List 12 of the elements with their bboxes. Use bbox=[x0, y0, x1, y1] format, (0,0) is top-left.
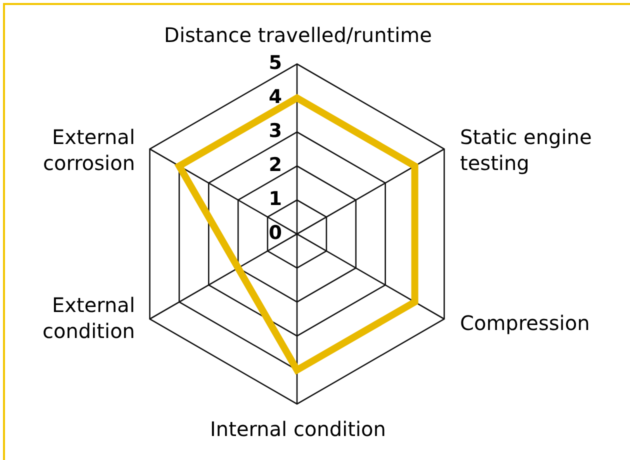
axis-label: Compression bbox=[460, 310, 591, 336]
tick-label: 0 bbox=[268, 224, 282, 243]
axis-label: External condition bbox=[42, 292, 135, 344]
axis-label: Static engine testing bbox=[460, 124, 593, 176]
tick-label: 2 bbox=[268, 156, 282, 175]
axis-label: Internal condition bbox=[209, 416, 387, 442]
tick-label: 5 bbox=[268, 54, 282, 73]
tick-label: 1 bbox=[268, 190, 282, 209]
axis-label: Distance travelled/runtime bbox=[163, 22, 433, 48]
tick-label: 4 bbox=[268, 88, 282, 107]
axis-label: External corrosion bbox=[42, 124, 135, 176]
tick-label: 3 bbox=[268, 122, 282, 141]
